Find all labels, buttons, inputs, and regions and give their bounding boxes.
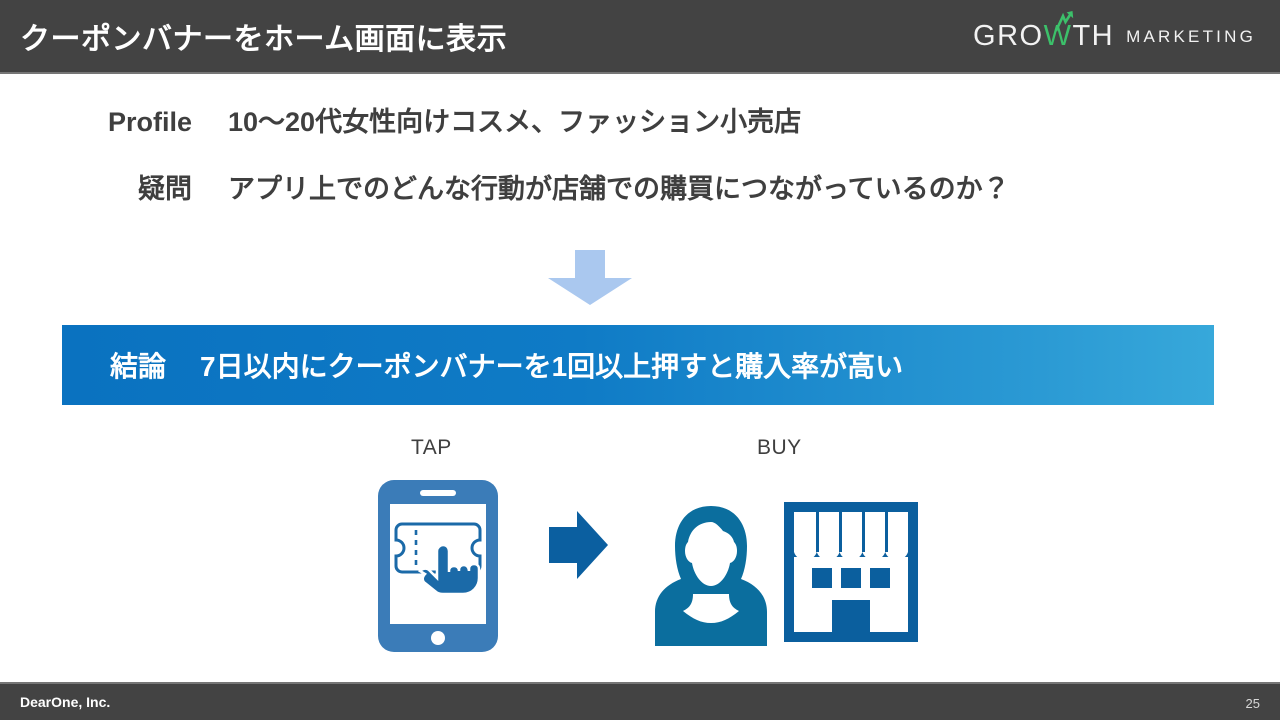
info-value-profile: 10〜20代女性向けコスメ、ファッション小売店 [228, 107, 802, 137]
info-label-profile: Profile [107, 107, 192, 137]
info-label-question: 疑問 [138, 174, 192, 204]
info-block: Profile 10〜20代女性向けコスメ、ファッション小売店 疑問 アプリ上で… [0, 100, 1280, 234]
smartphone-coupon-tap-icon [378, 480, 498, 652]
flow-caption-tap: TAP [411, 436, 452, 459]
slide-footer: DearOne, Inc. 25 [0, 682, 1280, 720]
footer-company-name: DearOne, Inc. [20, 694, 111, 710]
logo-text-part1: GRO [973, 19, 1044, 52]
logo-accent-letter-text: W [1043, 19, 1073, 52]
info-row-profile: Profile 10〜20代女性向けコスメ、ファッション小売店 [0, 100, 1280, 139]
info-row-question: 疑問 アプリ上でのどんな行動が店舗での購買につながっているのか？ [0, 167, 1280, 206]
logo-accent-letter: W [1043, 10, 1073, 52]
page-title: クーポンバナーをホーム画面に表示 [20, 23, 508, 56]
down-arrow-icon [548, 250, 632, 305]
conclusion-text: 7日以内にクーポンバナーを1回以上押すと購入率が高い [200, 351, 904, 382]
logo-secondary-text: MARKETING [1126, 26, 1256, 46]
footer-page-number: 25 [1245, 696, 1260, 711]
logo-text-part2: TH [1072, 19, 1115, 52]
conclusion-label: 結論 [110, 351, 167, 382]
flow-diagram: TAP BUY [0, 430, 1280, 660]
flow-caption-buy: BUY [757, 436, 802, 459]
right-arrow-icon [549, 511, 608, 579]
info-value-question: アプリ上でのどんな行動が店舗での購買につながっているのか？ [228, 174, 1010, 204]
person-icon [655, 506, 767, 646]
conclusion-banner: 結論 7日以内にクーポンバナーを1回以上押すと購入率が高い [62, 325, 1214, 405]
down-arrow-container [545, 250, 635, 306]
storefront-icon [784, 502, 918, 642]
